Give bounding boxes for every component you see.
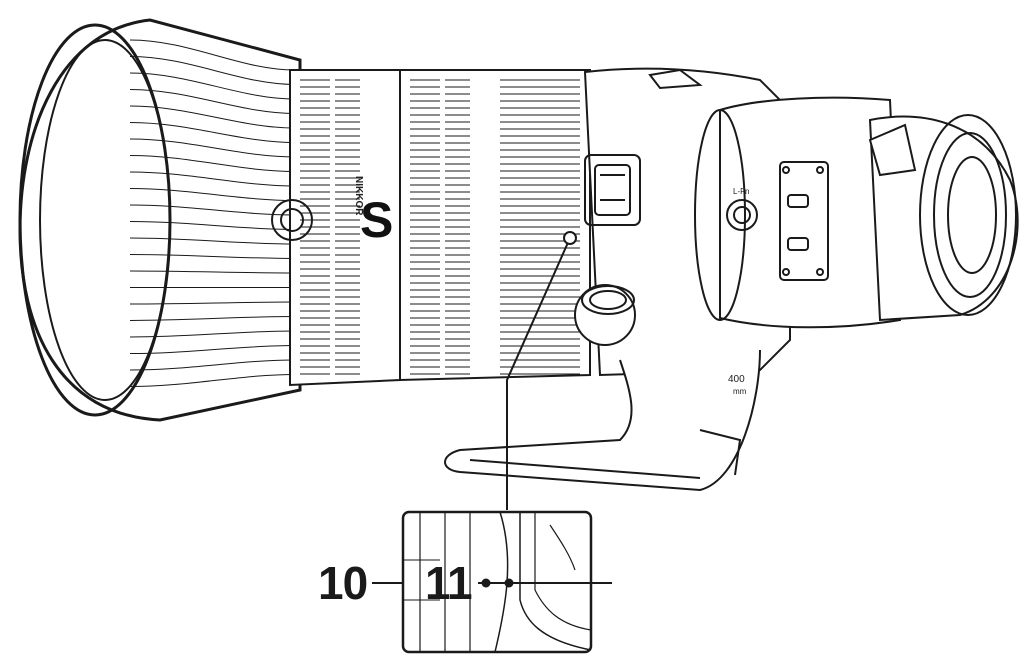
- tripod-foot: [444, 349, 761, 492]
- collar-knob: [574, 284, 636, 346]
- rear-barrel: [694, 96, 902, 329]
- hood-rib-line: [129, 221, 296, 230]
- leader-line: [506, 237, 571, 510]
- ring-ribbing: [300, 79, 580, 375]
- front-button: [271, 199, 313, 241]
- callout-10: 10: [318, 557, 368, 609]
- lens-mounting-mark: [504, 578, 514, 588]
- hood-rib-line: [129, 138, 296, 158]
- hood-rib-line: [129, 39, 296, 71]
- hood-rib-line: [129, 56, 296, 85]
- unit-text: mm: [733, 387, 747, 396]
- hood-rib-line: [129, 72, 296, 100]
- hood-rib-line: [129, 188, 296, 201]
- hood-rib-line: [129, 374, 296, 387]
- hood-rib-line: [129, 89, 296, 114]
- hood-rib-line: [129, 105, 296, 129]
- l-fn-label: L-Fn: [733, 187, 750, 196]
- hood-rib-line: [129, 171, 296, 187]
- mount-index-mark: [481, 578, 491, 588]
- focus-switch: [584, 154, 641, 226]
- focal-length-text: 400: [728, 374, 745, 385]
- hood-rib-line: [129, 122, 296, 143]
- mount-index-dot: [563, 231, 577, 245]
- callout-11: 11: [425, 557, 473, 609]
- hood-rib-line: [129, 254, 296, 259]
- hood-rib-line: [129, 359, 296, 371]
- hood-rib-line: [129, 301, 296, 305]
- hood-rib-line: [129, 237, 296, 245]
- series-mark: S: [360, 192, 394, 248]
- hood-rib-line: [129, 204, 296, 216]
- hood-rib-line: [129, 330, 296, 338]
- brand-text: NIKKOR: [353, 176, 364, 216]
- hood-rib-line: [129, 270, 296, 274]
- hood-rib-line: [129, 155, 296, 172]
- hood-rib-line: [129, 316, 296, 321]
- hood-rib-line: [129, 345, 296, 354]
- hood-ribbing: [129, 39, 296, 387]
- lens-hood: [18, 18, 302, 422]
- lens-mount: [868, 114, 1019, 322]
